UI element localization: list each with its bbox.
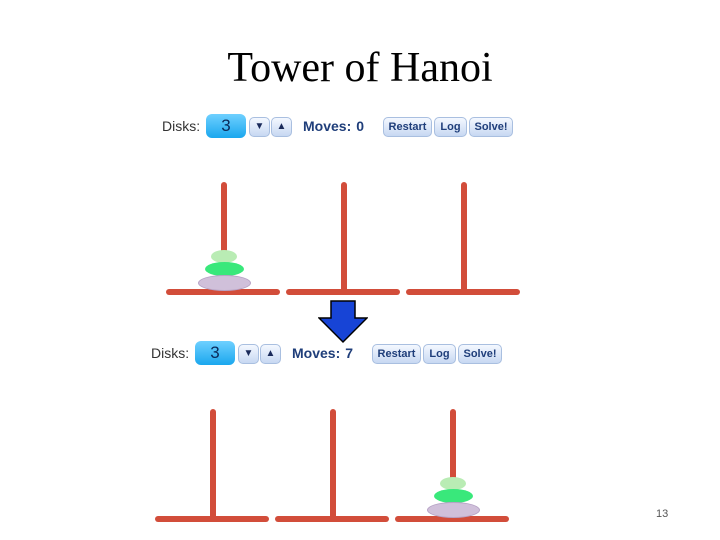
moves-label: Moves: <box>292 345 341 361</box>
moves-value: 0 <box>356 118 365 134</box>
peg-1[interactable] <box>221 182 227 292</box>
disks-count-field[interactable]: 3 <box>195 341 235 365</box>
solve-button[interactable]: Solve! <box>469 117 513 137</box>
disk-medium[interactable] <box>434 489 473 503</box>
increase-disks-button[interactable]: ▲ <box>271 117 292 137</box>
restart-button[interactable]: Restart <box>372 344 421 364</box>
log-button[interactable]: Log <box>423 344 456 364</box>
peg-3-base <box>406 289 520 295</box>
peg-2[interactable] <box>330 409 336 519</box>
peg-3[interactable] <box>461 182 467 292</box>
restart-button[interactable]: Restart <box>383 117 432 137</box>
page-number: 13 <box>656 508 669 520</box>
peg-1-base <box>155 516 269 522</box>
disk-large[interactable] <box>198 275 251 291</box>
down-arrow-icon <box>318 300 368 344</box>
disk-small[interactable] <box>211 250 237 263</box>
disk-large[interactable] <box>427 502 480 518</box>
peg-2-base <box>286 289 400 295</box>
toolbar: Disks: 3 ▼ ▲ Moves:0 Restart Log Solve! <box>160 114 540 138</box>
disk-small[interactable] <box>440 477 466 490</box>
peg-2-base <box>275 516 389 522</box>
disks-count-field[interactable]: 3 <box>206 114 246 138</box>
disk-medium[interactable] <box>205 262 244 276</box>
moves-label: Moves: <box>303 118 352 134</box>
solve-button[interactable]: Solve! <box>458 344 502 364</box>
peg-2[interactable] <box>341 182 347 292</box>
disks-label: Disks: <box>162 118 201 134</box>
moves-counter: Moves:7 <box>292 345 353 361</box>
moves-value: 7 <box>345 345 354 361</box>
peg-3[interactable] <box>450 409 456 519</box>
decrease-disks-button[interactable]: ▼ <box>249 117 270 137</box>
decrease-disks-button[interactable]: ▼ <box>238 344 259 364</box>
peg-1-base <box>166 289 280 295</box>
moves-counter: Moves:0 <box>303 118 364 134</box>
slide-title: Tower of Hanoi <box>227 45 493 91</box>
puzzle-after: Disks: 3 ▼ ▲ Moves:7 Restart Log Solve! <box>149 341 529 522</box>
increase-disks-button[interactable]: ▲ <box>260 344 281 364</box>
log-button[interactable]: Log <box>434 117 467 137</box>
toolbar: Disks: 3 ▼ ▲ Moves:7 Restart Log Solve! <box>149 341 529 365</box>
puzzle-before: Disks: 3 ▼ ▲ Moves:0 Restart Log Solve! <box>160 114 540 295</box>
disks-label: Disks: <box>151 345 190 361</box>
peg-1[interactable] <box>210 409 216 519</box>
peg-3-base <box>395 516 509 522</box>
